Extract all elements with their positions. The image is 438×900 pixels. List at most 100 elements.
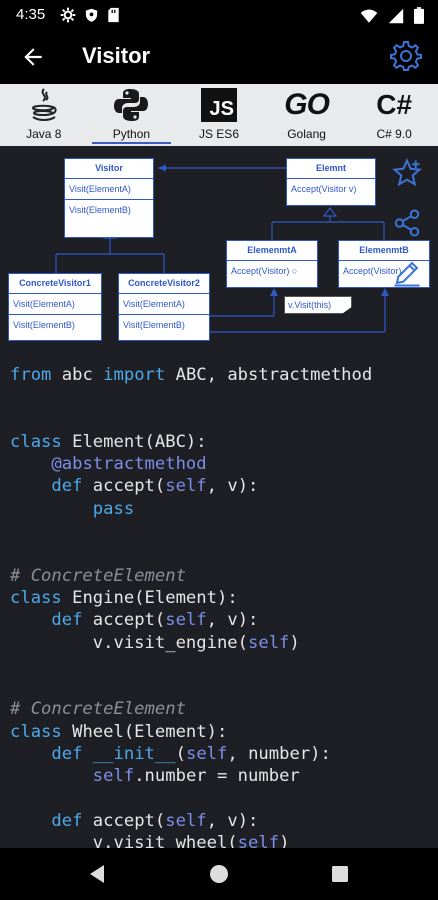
app-bar: Visitor: [0, 30, 438, 84]
uml-diagram: Visitor Visit(ElementA) Visit(ElementB) …: [0, 146, 438, 346]
status-time: 4:35: [16, 6, 46, 23]
nav-home-icon[interactable]: [207, 862, 231, 886]
code-line: # ConcreteElement: [10, 698, 430, 720]
uml-box-element-a: ElemenmtA Accept(Visitor) ○: [226, 240, 318, 288]
code-line: [10, 676, 430, 698]
code-token: Wheel(Element):: [61, 721, 228, 742]
code-token: Element(ABC):: [61, 431, 207, 452]
code-line: v.visit_wheel(self): [10, 832, 430, 848]
nav-bar: [0, 848, 438, 900]
code-line: class Wheel(Element):: [10, 721, 430, 743]
code-token: from: [10, 365, 52, 385]
code-line: @abstractmethod: [10, 453, 430, 475]
code-line: [10, 409, 430, 431]
code-line: [10, 788, 430, 810]
python-logo-icon: [114, 89, 149, 121]
code-line: class Element(ABC):: [10, 431, 430, 453]
code-token: accept(: [82, 476, 166, 497]
code-token: [10, 766, 93, 786]
code-token: , v):: [206, 810, 259, 831]
uml-box-visitor: Visitor Visit(ElementA) Visit(ElementB): [64, 158, 154, 238]
uml-box-element-b: ElemenmtB Accept(Visitor): [338, 240, 430, 288]
code-token: [10, 476, 51, 496]
code-view[interactable]: from abc import ABC, abstractmethod class…: [10, 364, 430, 848]
code-token: , number):: [227, 744, 331, 765]
code-line: v.visit_engine(self): [10, 632, 430, 654]
code-token: Engine(Element):: [61, 587, 238, 608]
battery-icon: [414, 7, 424, 24]
code-line: [10, 654, 430, 676]
code-token: ): [289, 632, 300, 653]
code-token: accept(: [82, 610, 166, 631]
code-line: def accept(self, v):: [10, 609, 430, 631]
code-token: # ConcreteElement: [10, 699, 186, 720]
code-token: [82, 744, 92, 764]
code-line: def __init__(self, number):: [10, 743, 430, 765]
back-arrow-icon[interactable]: [20, 44, 46, 70]
page-title: Visitor: [82, 43, 151, 68]
code-token: self: [165, 610, 207, 631]
code-token: import: [103, 365, 166, 385]
settings-status-icon: [60, 7, 76, 23]
code-token: def: [51, 476, 83, 497]
code-token: .number = number: [134, 766, 300, 787]
code-token: , v):: [206, 476, 259, 497]
code-token: @abstractmethod: [51, 454, 207, 475]
code-token: [10, 610, 51, 630]
code-token: ): [279, 833, 290, 848]
tab-js[interactable]: JS JS ES6: [175, 84, 263, 146]
nav-back-icon[interactable]: [86, 862, 110, 886]
code-line: class Engine(Element):: [10, 587, 430, 609]
uml-connectors: [55, 164, 389, 333]
code-token: [10, 744, 51, 764]
nav-recents-icon[interactable]: [328, 862, 352, 886]
code-line: # ConcreteElement: [10, 565, 430, 587]
code-token: ABC, abstractmethod: [165, 365, 373, 385]
uml-box-element: Elemnt Accept(Visitor v): [286, 158, 376, 206]
code-line: from abc import ABC, abstractmethod: [10, 364, 430, 386]
csharp-logo-icon: C#: [376, 89, 413, 120]
code-token: abc: [51, 365, 104, 385]
language-tabs: Java 8 Python JS JS ES6 GO Golan: [0, 84, 438, 146]
code-token: __init__: [92, 744, 176, 765]
golang-logo-icon: GO: [284, 88, 330, 121]
code-line: [10, 520, 430, 542]
code-token: class: [10, 587, 62, 608]
code-token: self: [165, 810, 207, 831]
code-token: self: [92, 766, 135, 787]
tab-js-label: JS ES6: [198, 127, 239, 141]
code-token: class: [10, 431, 62, 452]
tab-java[interactable]: Java 8: [0, 84, 88, 146]
code-line: self.number = number: [10, 765, 430, 787]
star-icon[interactable]: [392, 158, 422, 188]
shield-status-icon: [85, 8, 98, 22]
code-token: def: [51, 810, 83, 831]
code-token: v.visit_engine(: [10, 632, 248, 653]
tab-golang[interactable]: GO Golang: [263, 84, 351, 146]
tab-java-label: Java 8: [26, 127, 62, 141]
js-logo-icon: JS: [200, 88, 237, 122]
code-line: [10, 386, 430, 408]
code-token: self: [248, 632, 290, 653]
code-token: def: [51, 610, 83, 631]
code-line: def accept(self, v):: [10, 475, 430, 497]
tab-python[interactable]: Python: [88, 84, 176, 146]
code-token: , v):: [206, 610, 259, 631]
tab-csharp[interactable]: C# C# 9.0: [350, 84, 438, 146]
sd-card-status-icon: [108, 7, 119, 23]
code-token: self: [237, 833, 280, 848]
code-token: self: [185, 744, 228, 765]
gear-icon[interactable]: [390, 40, 422, 72]
edit-icon[interactable]: [392, 258, 422, 288]
status-bar: 4:35: [0, 0, 438, 30]
code-line: [10, 542, 430, 564]
tab-csharp-label: C# 9.0: [376, 127, 412, 141]
code-token: pass: [92, 498, 135, 519]
uml-box-concrete-visitor-1: ConcreteVisitor1 Visit(ElementA) Visit(E…: [8, 273, 102, 341]
code-token: accept(: [82, 810, 166, 831]
code-token: [10, 454, 51, 474]
code-token: class: [10, 721, 62, 742]
share-icon[interactable]: [392, 208, 422, 238]
code-token: v.visit_wheel(: [10, 833, 238, 848]
code-token: def: [51, 744, 83, 765]
